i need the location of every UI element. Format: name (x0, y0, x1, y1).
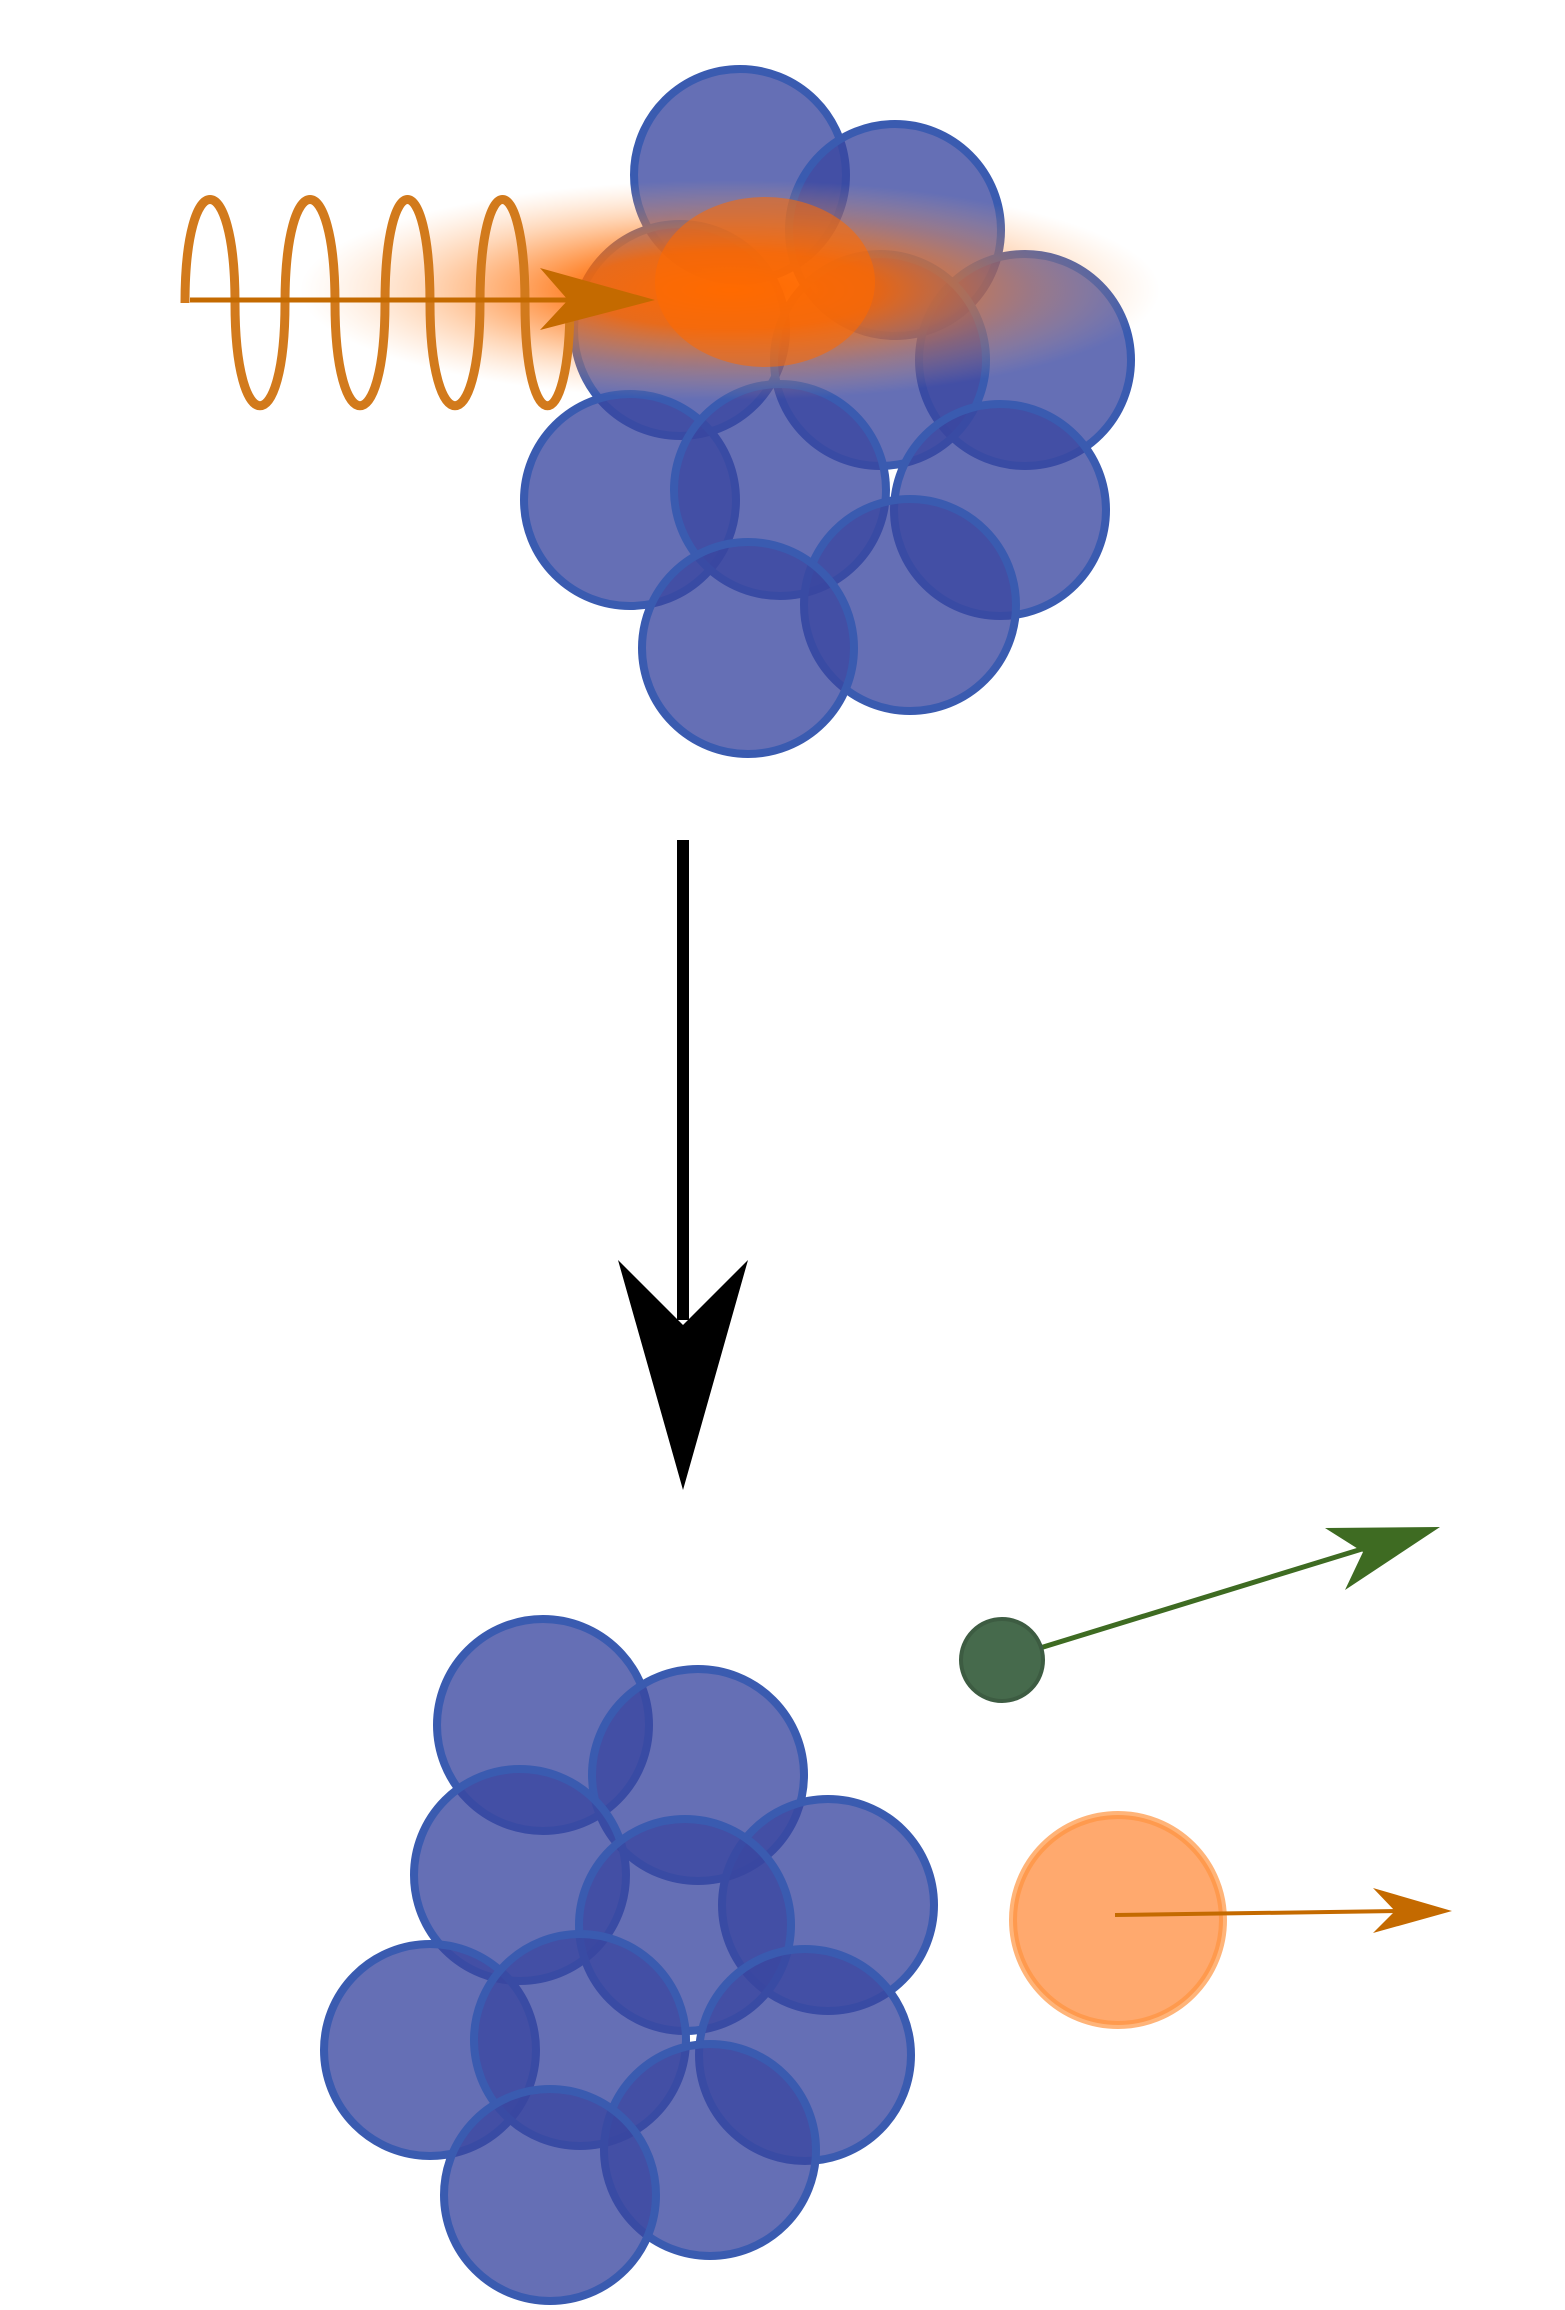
emitted-small-particle (959, 1527, 1440, 1703)
nucleon (638, 538, 858, 758)
small-particle (959, 1617, 1045, 1703)
photon-arrowhead-icon (540, 268, 655, 330)
stage-before (180, 65, 1160, 758)
residual-nucleus (320, 1615, 938, 2305)
incoming-photon (180, 195, 655, 411)
down-arrow-icon (618, 1260, 748, 1490)
small-particle-trajectory (1039, 1542, 1376, 1651)
stage-after (320, 1527, 1452, 2305)
large-particle-arrowhead-icon (1373, 1888, 1452, 1933)
glow-core (655, 197, 875, 367)
large-particle (1009, 1811, 1227, 2029)
photon-wave-icon (180, 195, 575, 411)
emitted-large-particle (1009, 1811, 1452, 2029)
nucleus-before (520, 65, 1135, 758)
small-particle-arrowhead-icon (1325, 1527, 1440, 1590)
transition-arrow (618, 840, 748, 1490)
nucleon (440, 2085, 660, 2305)
large-particle-trajectory (1114, 1909, 1401, 1917)
